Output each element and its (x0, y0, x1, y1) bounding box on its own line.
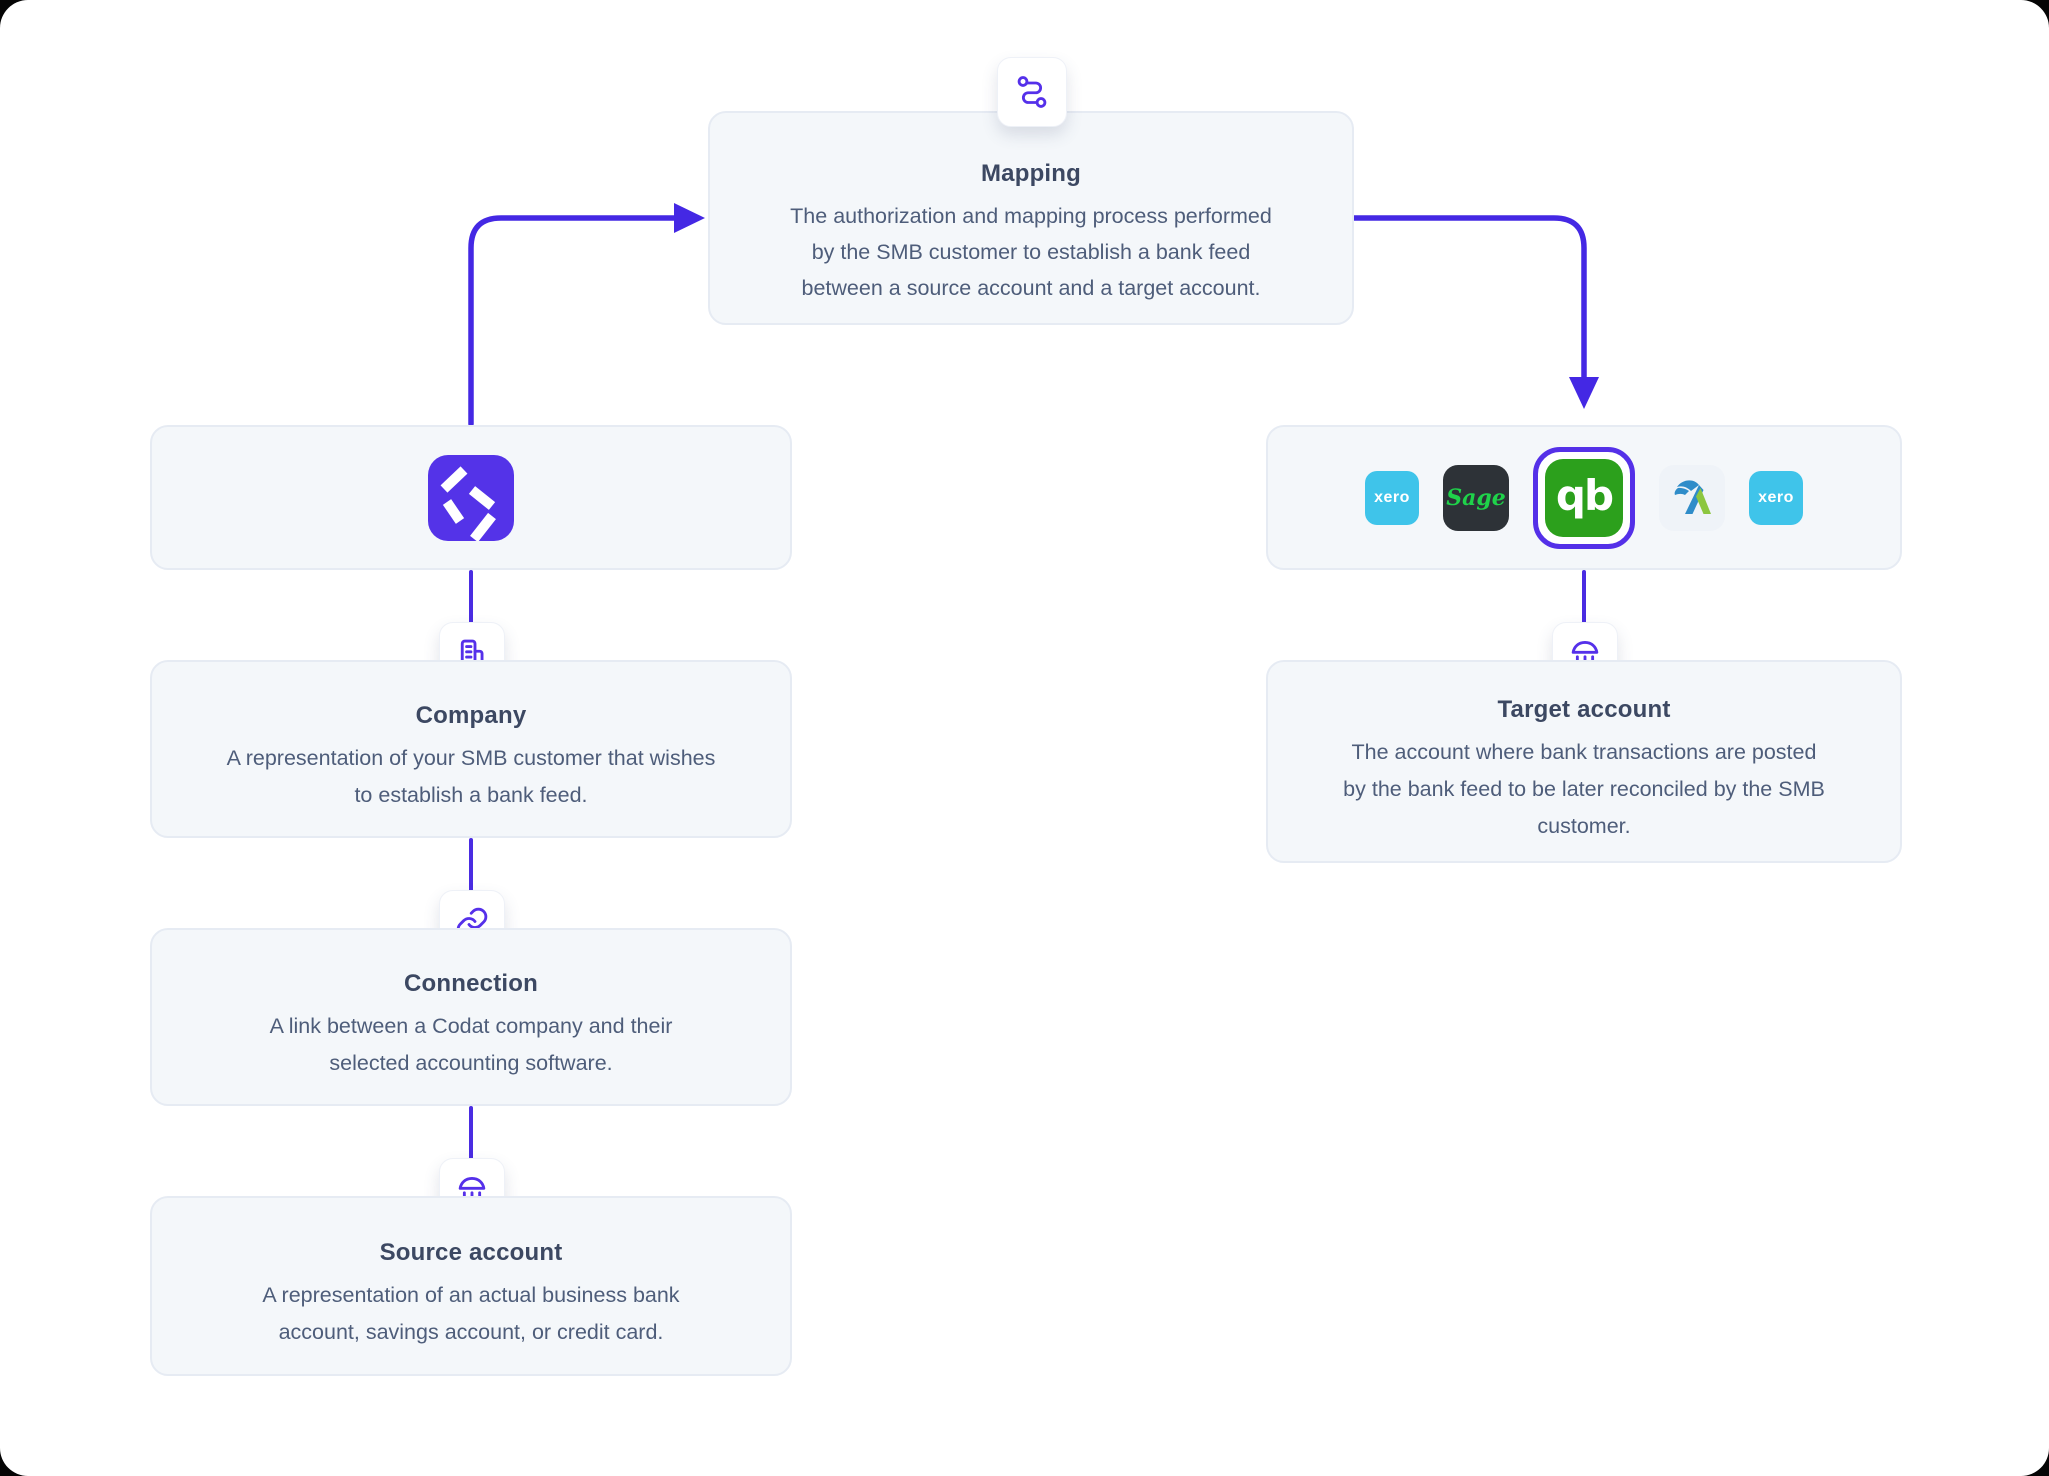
mapping-icon-badge (997, 57, 1067, 127)
target-account-card: Target account The account where bank tr… (1266, 660, 1902, 863)
sage-logo: Sage (1443, 464, 1509, 531)
connection-card: Connection A link between a Codat compan… (150, 928, 792, 1106)
target-account-description: The account where bank transactions are … (1343, 740, 1825, 838)
source-account-description: A representation of an actual business b… (262, 1283, 680, 1344)
connection-description: A link between a Codat company and their… (269, 1014, 673, 1075)
company-card: Company A representation of your SMB cus… (150, 660, 792, 838)
company-description: A representation of your SMB customer th… (226, 746, 716, 807)
xero-logo-text-2: xero (1758, 488, 1794, 506)
mapping-card: Mapping The authorization and mapping pr… (708, 111, 1354, 325)
mapping-title: Mapping (980, 160, 1082, 187)
codat-logo (428, 454, 514, 541)
arrowhead-down-icon (1569, 377, 1599, 409)
xero-logo-2: xero (1749, 470, 1803, 525)
connection-title: Connection (404, 970, 538, 997)
arrowhead-right-icon (674, 203, 705, 233)
freeagent-logo-glyph (1674, 479, 1711, 514)
freeagent-logo (1659, 464, 1725, 531)
arrow-mapping-to-target (1349, 215, 1587, 381)
xero-logo-text: xero (1374, 488, 1410, 506)
connector-connection-source (469, 1106, 473, 1162)
accounting-platforms-card: xero Sage qb xero (1266, 425, 1902, 570)
quickbooks-logo-text: qb (1555, 471, 1614, 520)
route-icon (1017, 76, 1047, 108)
quickbooks-logo-selected: qb (1533, 446, 1635, 549)
connector-company-connection (469, 838, 473, 894)
codat-card (150, 425, 792, 570)
source-account-card: Source account A representation of an ac… (150, 1196, 792, 1376)
sage-logo-text: Sage (1446, 484, 1506, 511)
mapping-description: The authorization and mapping process pe… (790, 204, 1272, 300)
connector-codat-company (469, 570, 473, 626)
quickbooks-logo: qb (1545, 458, 1623, 537)
target-account-title: Target account (1497, 696, 1671, 723)
xero-logo: xero (1365, 470, 1419, 525)
company-title: Company (415, 702, 527, 729)
arrow-company-to-mapping (468, 215, 679, 427)
codat-logo-glyph (440, 465, 496, 541)
connector-platforms-target (1582, 570, 1586, 626)
source-account-title: Source account (379, 1239, 563, 1266)
